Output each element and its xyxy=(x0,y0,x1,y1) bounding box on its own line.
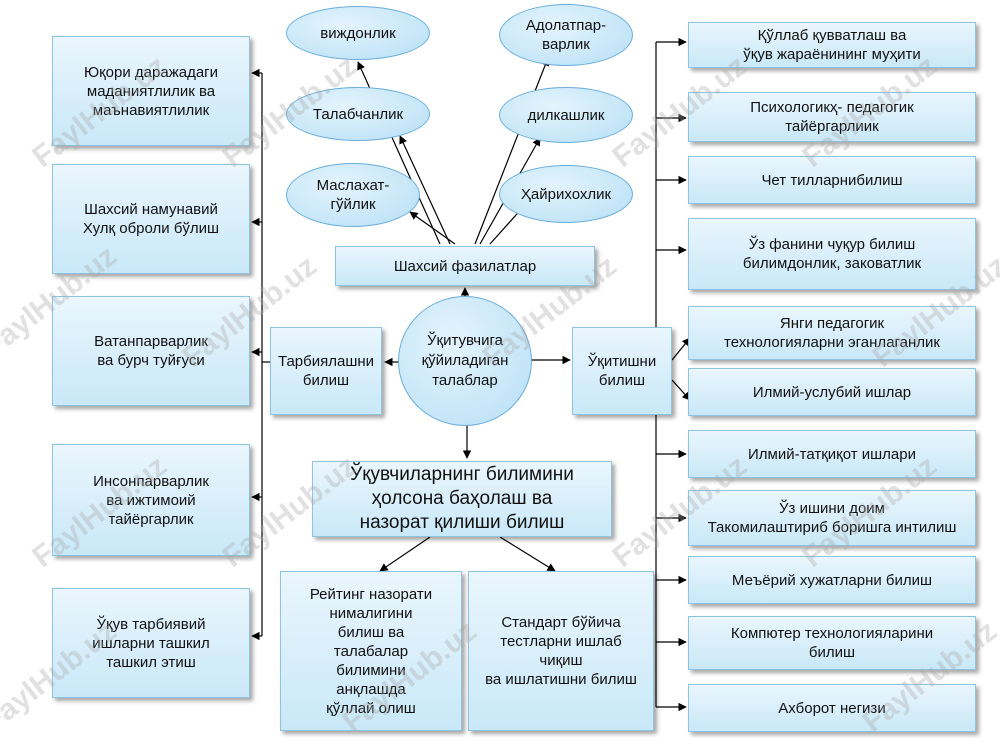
oval-adolatparvarlik: Адолатпар- варлик xyxy=(499,4,633,66)
oval-vijdonlik: виждонлик xyxy=(286,6,430,60)
assessment-item-tests: Стандарт бўйича тестларни ишлаб чиқиш ва… xyxy=(468,571,654,731)
teaching-item-research: Илмий-татқиқот ишлари xyxy=(688,430,976,478)
assessment-box: Ўқувчиларнинг билимини ҳолсона баҳолаш в… xyxy=(312,461,612,537)
teaching-box: Ўқитишни билиш xyxy=(572,327,672,415)
assessment-item-rating: Рейтинг назорати нималигини билиш ва тал… xyxy=(280,571,462,731)
teaching-item-technologies: Янги педагогик технологияларни эганлаган… xyxy=(688,306,976,360)
upbringing-item-humanism: Инсонпарварлик ва ижтимоий тайёргарлик xyxy=(52,444,250,556)
upbringing-box: Тарбиялашни билиш xyxy=(270,327,382,415)
central-requirements-oval: Ўқитувчига қўйиладиган талаблар xyxy=(398,296,532,426)
teaching-item-support: Қўллаб қувватлаш ва ўқув жараёнининг муҳ… xyxy=(688,22,976,68)
teaching-item-information: Ахборот негизи xyxy=(688,684,976,732)
oval-dilkashlik: дилкашлик xyxy=(499,87,633,143)
upbringing-item-organization: Ўқув тарбиявий ишларни ташкил ташкил эти… xyxy=(52,588,250,698)
upbringing-item-patriotism: Ватанпарварлик ва бурч туйғуси xyxy=(52,296,250,406)
teaching-item-subject: Ўз фанини чуқур билиш билимдонлик, заков… xyxy=(688,218,976,290)
oval-hayrixohlik: Ҳайрихохлик xyxy=(499,165,633,223)
upbringing-item-example: Шахсий намунавий Хулқ оброли бўлиш xyxy=(52,164,250,274)
teaching-item-norms: Меъёрий хужатларни билиш xyxy=(688,556,976,604)
teaching-item-methodology: Илмий-услубий ишлар xyxy=(688,368,976,416)
upbringing-item-culture: Юқори даражадаги маданиятлилик ва маънав… xyxy=(52,36,250,146)
personal-qualities-box: Шахсий фазилатлар xyxy=(335,246,595,286)
teaching-item-languages: Чет тилларнибилиш xyxy=(688,156,976,204)
teaching-item-psychology: Психологикҳ- педагогик тайёргарлиик xyxy=(688,92,976,142)
oval-maslahatgoylik: Маслахат- гўйлик xyxy=(286,163,420,227)
teaching-item-improvement: Ўз ишини доим Такомилаштириб боришга инт… xyxy=(688,490,976,546)
teaching-item-computer: Компютер технологияларини билиш xyxy=(688,616,976,670)
oval-talabchanlik: Талабчанлик xyxy=(286,87,430,141)
